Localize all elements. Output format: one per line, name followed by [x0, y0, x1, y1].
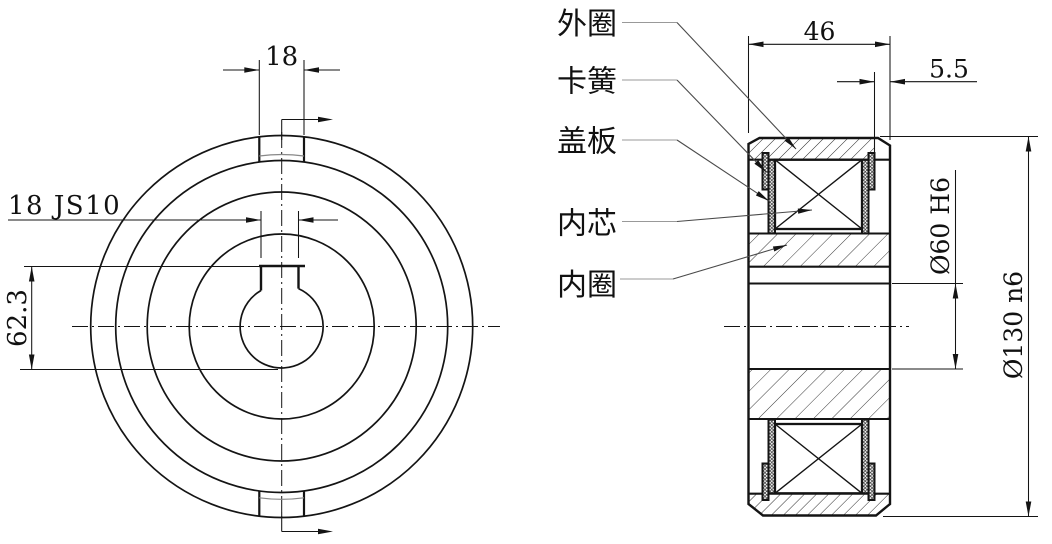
callout-inner-core: 内芯 — [557, 207, 617, 242]
dim-arrow — [1025, 501, 1032, 517]
dim-arrow — [859, 78, 875, 85]
callout-outer-ring: 外圈 — [557, 7, 617, 42]
dimensions — [8, 36, 1038, 518]
dim-slot-width-lines — [223, 60, 340, 135]
dim-arrow — [890, 78, 905, 85]
dim-arrow — [748, 41, 764, 48]
dim-arrow — [952, 283, 959, 299]
dim-arrow — [246, 217, 261, 223]
dim-keyway-width-text: 18 JS10 — [8, 191, 121, 221]
inner-ring-bottom-hatch — [748, 369, 890, 419]
inner-ring-circle — [188, 233, 376, 420]
leader-inner-ring — [672, 244, 788, 280]
callout-cover-plate: 盖板 — [557, 125, 617, 160]
top-slot — [258, 136, 306, 162]
dim-arrow — [298, 217, 314, 223]
leader-arrow — [754, 160, 766, 172]
callout-circlip: 卡簧 — [557, 65, 617, 100]
dim-keyway-depth-lines — [20, 265, 278, 371]
inner-core-top — [773, 158, 864, 231]
outer-ring-inner-circle — [114, 159, 449, 494]
leader-cover-plate — [676, 139, 770, 202]
callout-leaders — [620, 21, 813, 280]
section-arrow-bottom-head — [318, 528, 333, 535]
cover-plate-circle — [146, 191, 418, 462]
section-arrow-top-line — [281, 118, 320, 140]
section-arrow-bottom-line — [281, 512, 320, 533]
dim-od-text: Ø130 n6 — [999, 271, 1028, 379]
bore-circle — [239, 287, 324, 369]
leader-arrow — [784, 137, 796, 149]
dim-od-lines — [880, 135, 1038, 518]
dim-keyway-width-lines — [8, 211, 338, 258]
texts: 18 18 JS10 62.3 46 5.5 Ø60 H6 Ø130 n6 外圈… — [3, 7, 1028, 379]
leader-arrow — [755, 191, 769, 201]
dim-keyway-depth-text: 62.3 — [3, 289, 33, 347]
section-outline — [747, 136, 892, 517]
inner-core-bottom — [773, 422, 864, 495]
dim-overall-width-lines — [747, 36, 891, 140]
section-view — [724, 136, 909, 517]
leader-arrow — [772, 245, 787, 252]
dim-arrow — [28, 266, 35, 282]
dim-bore-lines — [892, 170, 963, 370]
leader-arrow — [797, 208, 812, 214]
dim-offset-text: 5.5 — [929, 55, 969, 84]
dim-arrow — [875, 41, 890, 48]
dim-arrow — [304, 67, 319, 73]
dim-slot-width-text: 18 — [265, 42, 298, 72]
top-slot-groove-line — [259, 153, 305, 157]
leader-circlip — [676, 79, 767, 173]
inner-ring-top-hatch — [748, 233, 890, 267]
outer-ring-bottom-hatch — [748, 493, 890, 516]
dim-bore-text: Ø60 H6 — [926, 177, 955, 275]
bottom-slot — [258, 491, 306, 517]
dim-overall-width-text: 46 — [804, 17, 836, 46]
dim-arrow — [952, 354, 959, 369]
section-arrow-top-head — [318, 116, 333, 123]
dim-arrow — [28, 354, 35, 370]
dim-arrow — [1025, 136, 1032, 152]
outer-ring-top-hatch — [748, 138, 875, 160]
bottom-slot-groove-line — [259, 497, 305, 500]
front-view — [72, 116, 500, 535]
keyway — [259, 264, 305, 291]
leader-inner-core — [676, 209, 813, 223]
callout-inner-ring: 内圈 — [557, 268, 617, 303]
dim-arrow — [244, 67, 260, 73]
leader-outer-ring — [676, 22, 797, 150]
